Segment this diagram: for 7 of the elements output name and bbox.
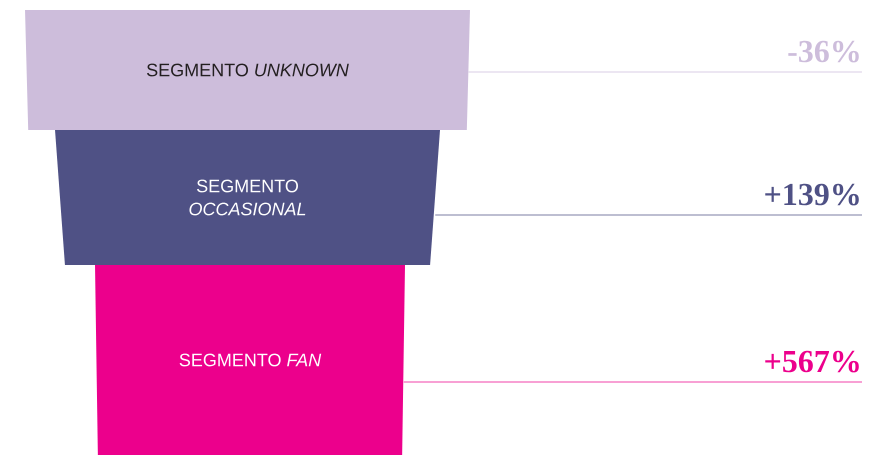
leader-line — [434, 214, 862, 216]
percentage-value: -36% — [788, 40, 859, 62]
funnel-band: SEGMENTO FAN — [95, 265, 405, 455]
percentage-value: +567% — [765, 350, 859, 372]
funnel-band: SEGMENTO UNKNOWN — [25, 10, 470, 130]
percentage-value: +139% — [765, 184, 859, 206]
funnel-band: SEGMENTO OCCASIONAL — [55, 130, 440, 265]
